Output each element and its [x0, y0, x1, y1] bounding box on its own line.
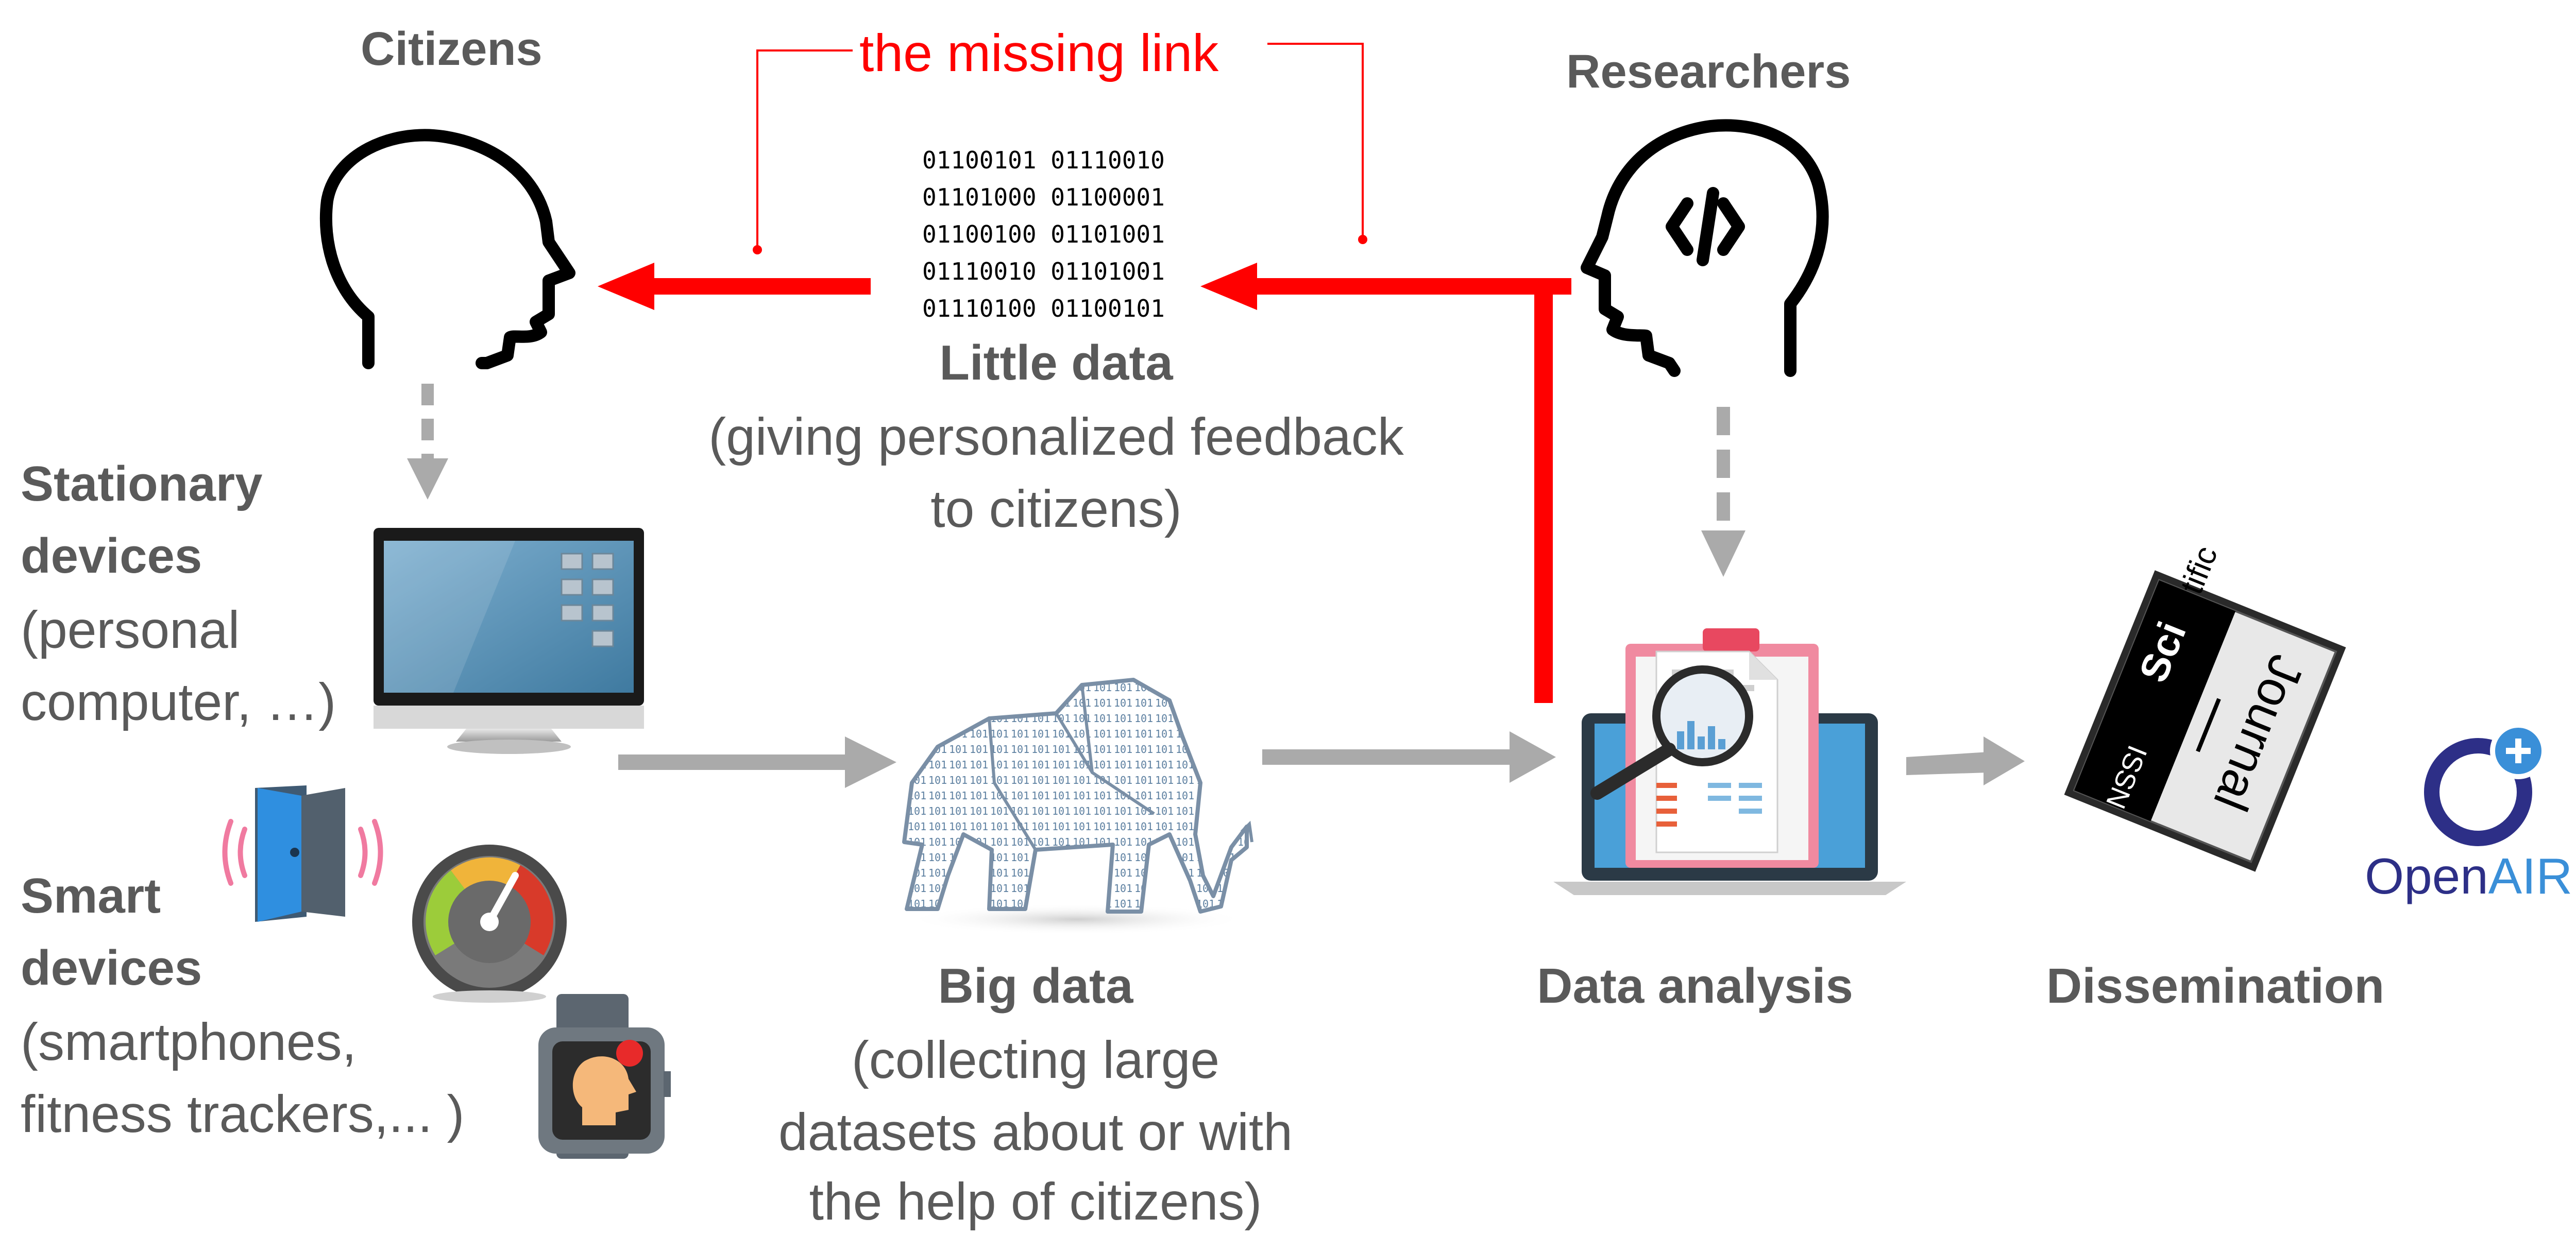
openaire-aire: AIRE [2488, 848, 2576, 904]
little-data-arrows [598, 263, 1571, 703]
big-data-title: Big data [938, 958, 1133, 1014]
big-data-desc-line3: the help of citizens) [809, 1172, 1262, 1231]
openaire-open: Open [2365, 848, 2488, 904]
binary-line: 01100101 01110010 [922, 146, 1165, 174]
smartwatch-icon [538, 994, 671, 1159]
devices-to-bigdata-arrow [618, 736, 896, 788]
researcher-head-icon [1581, 119, 1829, 377]
researchers-label: Researchers [1566, 45, 1851, 98]
citizen-head-icon [319, 129, 575, 369]
binary-line: 01110010 01101001 [922, 258, 1165, 285]
dissemination-label: Dissemination [2046, 958, 2385, 1014]
smart-door-icon [222, 785, 383, 922]
citizens-label: Citizens [361, 23, 543, 75]
gauge-icon [412, 845, 567, 1003]
smart-title-line2: devices [21, 940, 202, 996]
elephant-icon [902, 678, 1253, 935]
little-data-desc-line2: to citizens) [930, 479, 1182, 538]
openaire-logo-icon [2424, 723, 2547, 846]
analysis-to-dissemination-arrow [1906, 736, 2025, 785]
journal-issn: ISSN [2099, 741, 2153, 813]
missing-link-label: the missing link [859, 24, 1219, 82]
big-data-desc-line1: (collecting large [851, 1031, 1220, 1089]
stationary-desc-line1: (personal [21, 601, 240, 659]
smart-title-line1: Smart [21, 868, 161, 923]
smart-desc-line2: fitness trackers,... ) [21, 1085, 465, 1143]
data-analysis-icon [1553, 628, 1906, 895]
binary-line: 01100100 01101001 [922, 220, 1165, 248]
smart-desc-line1: (smartphones, [21, 1013, 357, 1071]
stationary-desc-line2: computer, …) [21, 673, 336, 731]
little-data-desc-line1: (giving personalized feedback [708, 407, 1404, 466]
big-data-desc-line2: datasets about or with [778, 1103, 1293, 1161]
data-analysis-label: Data analysis [1537, 958, 1853, 1014]
scientific-journal-icon [2064, 570, 2346, 872]
binary-line: 01101000 01100001 [922, 183, 1165, 211]
desktop-computer-icon [374, 528, 644, 754]
little-data-title: Little data [939, 335, 1173, 390]
researcher-to-analysis-arrow [1701, 407, 1745, 577]
stationary-title-line1: Stationary [21, 456, 263, 511]
stationary-title-line2: devices [21, 528, 202, 584]
openaire-wordmark: OpenAIRE [2365, 845, 2576, 908]
binary-line: 01110100 01100101 [922, 295, 1165, 322]
bigdata-to-analysis-arrow [1262, 731, 1556, 783]
missing-link-bracket [753, 43, 1367, 254]
binary-block: 01100101 01110010 01101000 01100001 0110… [922, 142, 1182, 327]
citizen-to-devices-arrow [407, 384, 448, 500]
